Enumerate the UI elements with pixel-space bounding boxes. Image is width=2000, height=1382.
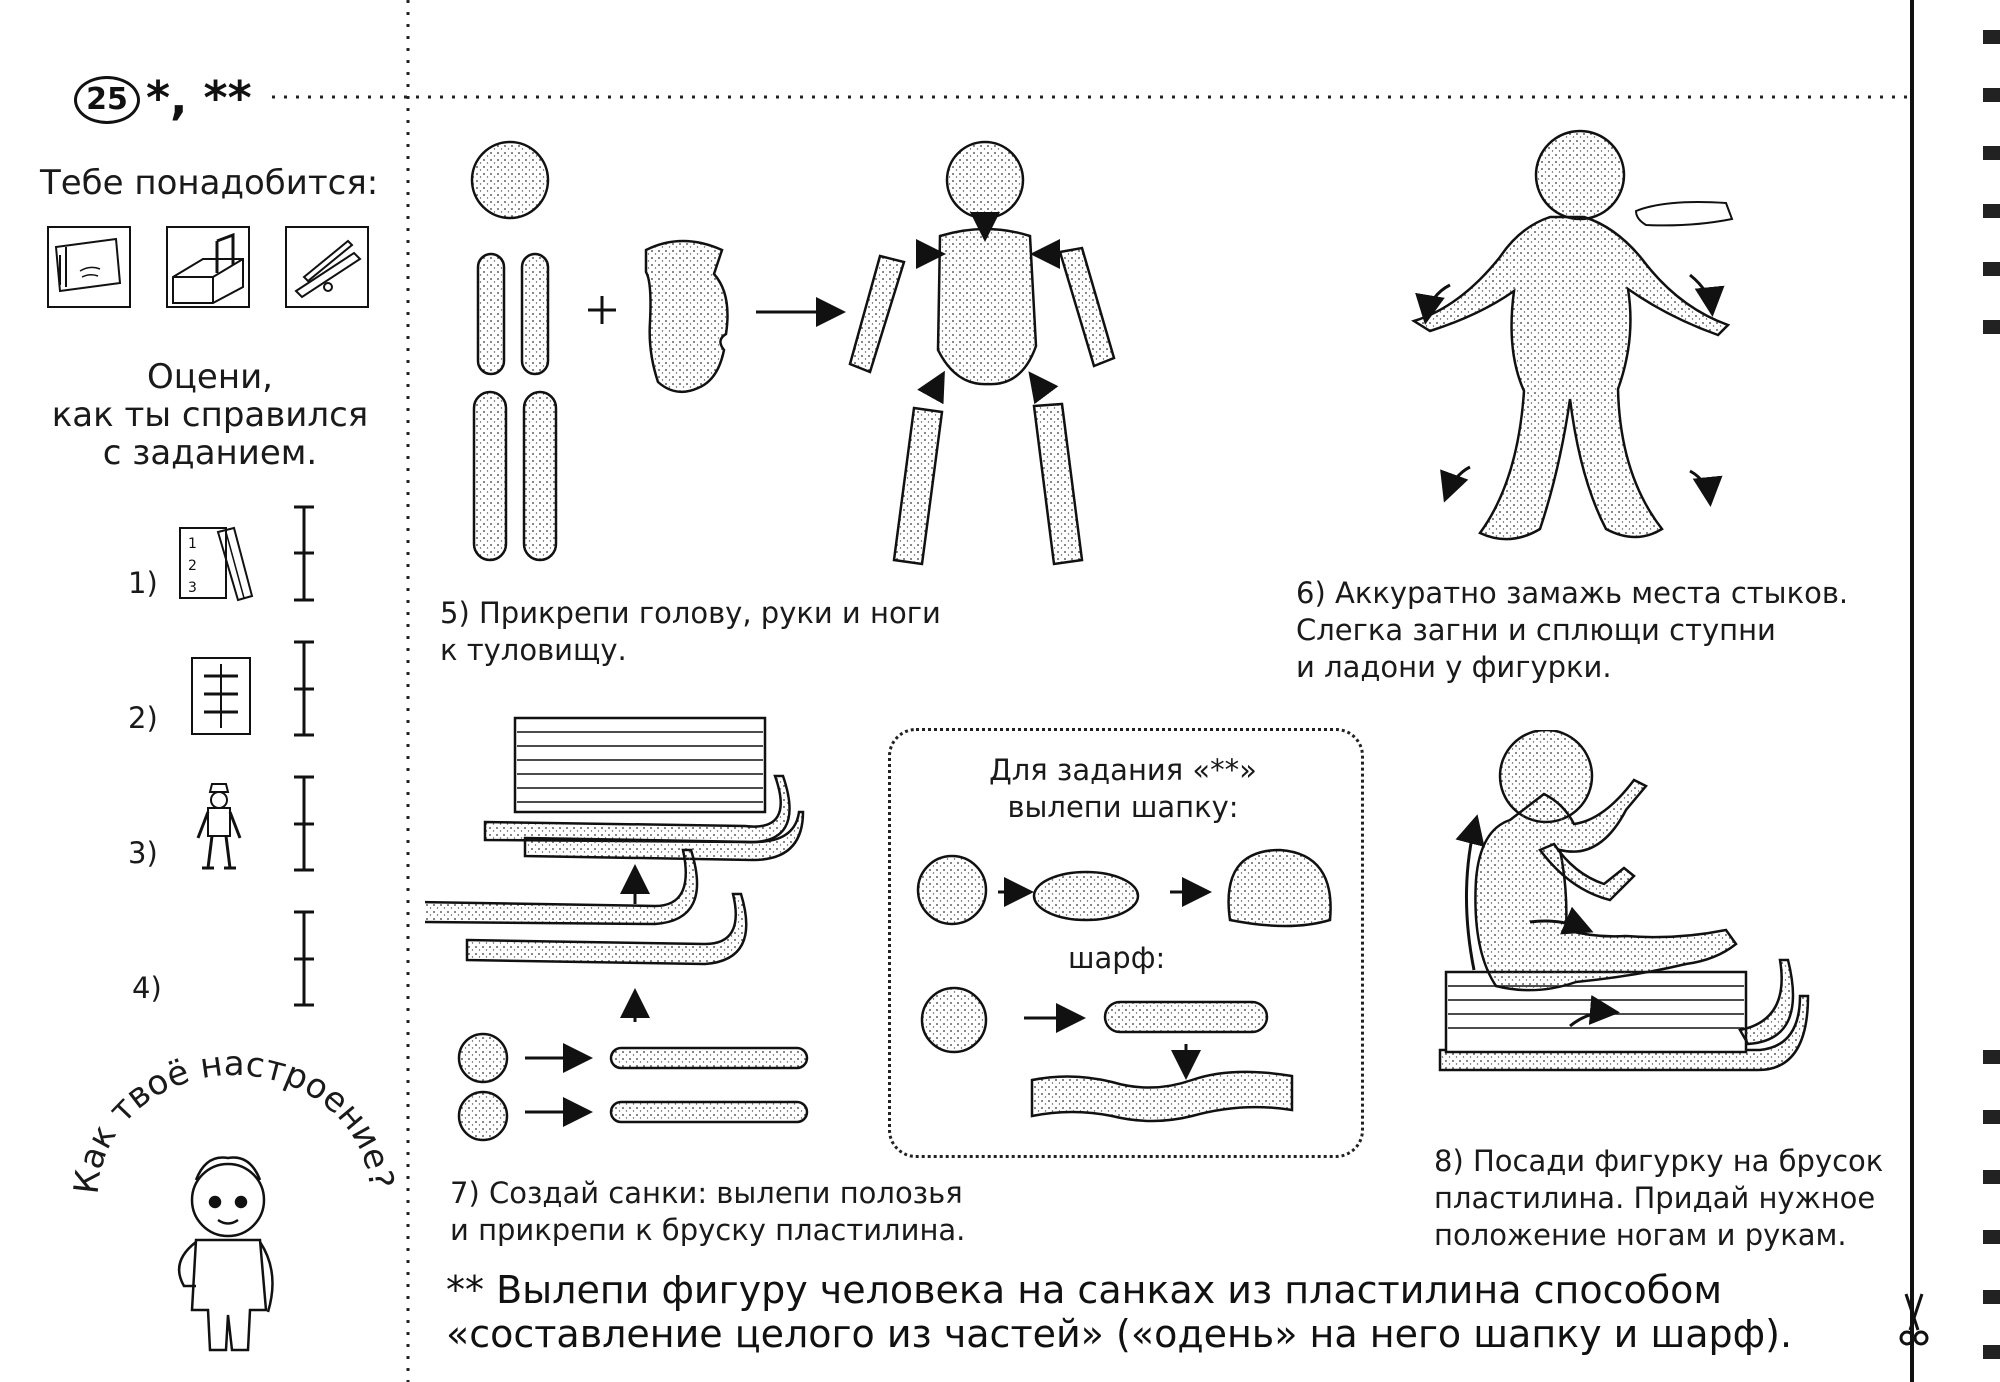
scarf — [1030, 1070, 1294, 1123]
caption-line: 7) Создай санки: вылепи полозья — [450, 1176, 963, 1210]
stack-tool-icon — [285, 226, 369, 308]
sled-runner — [425, 848, 699, 926]
rating-label-2: 2) — [128, 701, 158, 735]
rate-title-line: Оцени, — [147, 357, 273, 397]
caption-line: и прикрепи к бруску пластилина. — [450, 1213, 966, 1247]
task-number-badge: 25 — [74, 76, 140, 124]
rating-label-1: 1) — [128, 566, 158, 600]
svg-text:1: 1 — [188, 536, 197, 552]
caption-line: 5) Прикрепи голову, руки и ноги — [440, 596, 941, 630]
leg-roll — [1032, 402, 1084, 566]
mood-section: Как твоё настроение? — [67, 1044, 400, 1352]
footer-note: ** Вылепи фигуру человека на санках из п… — [446, 1268, 1792, 1356]
rate-title-line: с заданием. — [102, 433, 318, 473]
plasticine-roll — [609, 1100, 809, 1124]
arm-roll — [1058, 246, 1116, 368]
caption-line: Слегка загни и сплющи ступни — [1296, 613, 1776, 647]
numbered-list-icon: 1 2 3 — [179, 526, 254, 602]
hat-scarf-box — [888, 728, 1364, 1158]
plasticine-ball — [916, 854, 988, 926]
plan-card-icon — [191, 657, 251, 735]
step8-illustration — [1438, 730, 1810, 1072]
caption-line: пластилина. Придай нужное — [1434, 1181, 1876, 1215]
plasticine-box-icon — [166, 226, 250, 308]
head-ball — [470, 140, 550, 220]
svg-text:3: 3 — [188, 580, 197, 596]
arrow — [1529, 906, 1594, 935]
need-label: Тебе понадобится: — [40, 163, 379, 203]
plasticine-ball — [457, 1032, 509, 1084]
figure-body — [1411, 215, 1731, 541]
arm-roll — [848, 254, 906, 374]
child-figure — [177, 1156, 274, 1352]
leg-roll — [472, 390, 508, 562]
caption-line: к туловищу. — [440, 633, 627, 667]
plasticine-board-icon — [47, 226, 131, 308]
arrow — [917, 370, 945, 405]
hat — [1227, 848, 1332, 928]
step7-caption: 7) Создай санки: вылепи полозья и прикре… — [450, 1175, 965, 1249]
torso-piece — [936, 227, 1038, 386]
step6-illustration — [1411, 129, 1734, 541]
flat-disc — [1032, 870, 1140, 922]
caption-line: 6) Аккуратно замажь места стыков. — [1296, 576, 1849, 610]
mood-title: Как твоё настроение? — [67, 1044, 400, 1196]
sled-runner — [523, 810, 805, 862]
plasticine-ball — [920, 986, 988, 1054]
arrow — [1455, 814, 1485, 971]
sled-runner — [465, 892, 748, 966]
rating-label-4: 4) — [132, 971, 162, 1005]
figure-arm — [1538, 842, 1636, 902]
rating-label-3: 3) — [128, 836, 158, 870]
leg-roll — [892, 406, 944, 566]
svg-text:2: 2 — [188, 558, 197, 574]
footer-line: «составление целого из частей» («одень» … — [446, 1312, 1793, 1356]
arm-roll — [520, 252, 550, 376]
box-title: Для задания «**» вылепи шапку: — [888, 752, 1358, 826]
figure-icon — [196, 783, 242, 870]
caption-line: 8) Посади фигурку на брусок — [1434, 1144, 1884, 1178]
arrow — [1440, 465, 1471, 503]
arrow — [1689, 273, 1725, 317]
arrow — [1028, 371, 1059, 405]
caption-line: и ладони у фигурки. — [1296, 650, 1612, 684]
plasticine-ball — [457, 1090, 509, 1142]
step6-caption: 6) Аккуратно замажь места стыков. Слегка… — [1296, 575, 1848, 686]
finger — [1634, 201, 1734, 227]
arm-roll — [476, 252, 506, 376]
plasticine-roll — [609, 1046, 809, 1070]
caption-line: положение ногам и рукам. — [1434, 1218, 1847, 1252]
scissors-icon — [1899, 1293, 1929, 1346]
step5-illustration — [470, 140, 1116, 566]
task-number: 25 — [86, 82, 128, 117]
box-title-line: Для задания «**» — [989, 753, 1257, 787]
footer-line: ** Вылепи фигуру человека на санках из п… — [446, 1268, 1723, 1312]
step7-illustration — [425, 716, 809, 1142]
task-stars: *, ** — [146, 71, 252, 125]
head-ball — [945, 140, 1025, 220]
step5-caption: 5) Прикрепи голову, руки и ноги к тулови… — [440, 595, 941, 669]
sled-block — [513, 716, 767, 814]
sled-runner — [1738, 958, 1795, 1046]
figure-body — [1474, 778, 1738, 992]
arrow — [1689, 469, 1723, 507]
scarf-label: шарф: — [1068, 941, 1166, 975]
leg-roll — [522, 390, 558, 562]
torso-piece — [644, 239, 729, 394]
rating-scales — [294, 505, 314, 1007]
step8-caption: 8) Посади фигурку на брусок пластилина. … — [1434, 1143, 1883, 1254]
arrow — [1415, 283, 1451, 325]
plasticine-roll — [1103, 1000, 1269, 1034]
rate-title: Оцени, как ты справился с заданием. — [40, 358, 380, 472]
hat-scarf-illustration — [916, 848, 1332, 1123]
box-title-line: вылепи шапку: — [1007, 790, 1239, 824]
arrow — [1569, 995, 1620, 1028]
figure-head — [1534, 129, 1626, 221]
rate-title-line: как ты справился — [51, 395, 369, 435]
